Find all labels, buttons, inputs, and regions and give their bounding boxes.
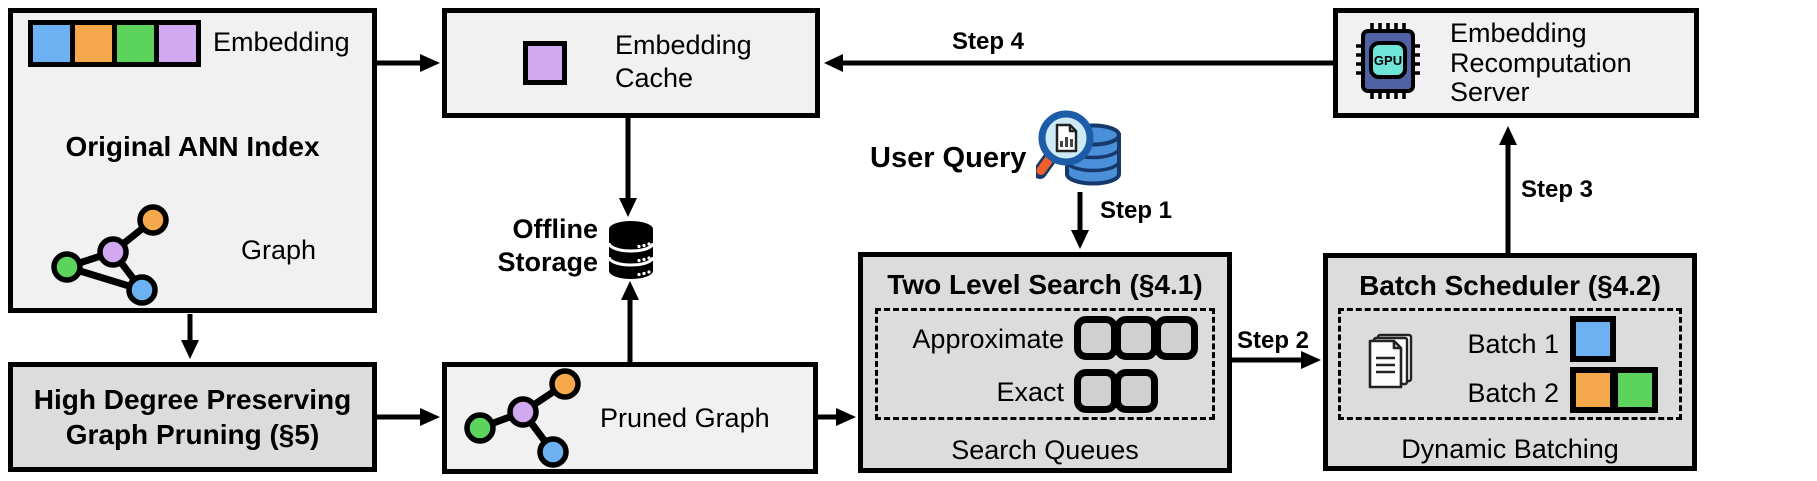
approximate-queue-slots	[1074, 316, 1198, 365]
step4-label: Step 4	[952, 28, 1025, 55]
embedding-cache-box: Embedding Cache	[442, 8, 820, 118]
original-ann-index-box: Embedding Original ANN Index Graph	[8, 8, 377, 313]
embedding-cell-green	[112, 20, 159, 67]
embedding-cell-blue	[28, 20, 75, 67]
database-icon	[607, 221, 655, 279]
queue-slot	[1074, 369, 1118, 413]
recomputation-server-box: GPU Embedding Recomputation Server	[1333, 8, 1699, 118]
embedding-cache-label: Embedding Cache	[615, 30, 752, 93]
graph-pruning-box: High Degree Preserving Graph Pruning (§5…	[8, 362, 377, 472]
embedding-vector-icon	[28, 20, 201, 72]
pruned-graph-label: Pruned Graph	[600, 403, 770, 433]
queue-slot	[1114, 316, 1158, 360]
batch-scheduler-box: Batch Scheduler (§4.2) Batch 1 Batch 2 D…	[1323, 253, 1697, 471]
two-level-search-title: Two Level Search (§4.1)	[887, 269, 1203, 300]
queue-slot	[1074, 316, 1118, 360]
original-ann-index-title: Original ANN Index	[65, 131, 320, 162]
dynamic-batching-panel: Batch 1 Batch 2	[1338, 308, 1682, 420]
search-queues-caption: Search Queues	[951, 435, 1139, 465]
embedding-cell-orange	[70, 20, 117, 67]
batch1-square-blue	[1570, 316, 1616, 362]
cached-embedding-icon	[523, 41, 567, 85]
batch-scheduler-title: Batch Scheduler (§4.2)	[1359, 270, 1661, 301]
batch2-label: Batch 2	[1467, 378, 1559, 408]
approximate-label: Approximate	[912, 324, 1064, 354]
recomputation-server-label: Embedding Recomputation Server	[1450, 18, 1632, 107]
documents-icon	[1368, 333, 1413, 389]
batch2-square-green	[1612, 367, 1658, 413]
graph-icon	[51, 204, 169, 306]
two-level-search-box: Two Level Search (§4.1) Approximate Exac…	[858, 252, 1232, 473]
search-queues-panel: Approximate Exact	[875, 308, 1215, 420]
step3-label: Step 3	[1521, 176, 1594, 203]
queue-slot	[1154, 316, 1198, 360]
query-search-icon	[1036, 110, 1121, 186]
step2-label: Step 2	[1237, 327, 1310, 354]
pruned-graph-box: Pruned Graph	[442, 362, 818, 474]
embedding-label: Embedding	[213, 27, 350, 57]
gpu-chip-icon: GPU	[1356, 23, 1420, 99]
user-query-label: User Query	[870, 142, 1027, 174]
graph-label: Graph	[241, 235, 317, 265]
exact-queue-slots	[1074, 369, 1158, 418]
pruned-graph-icon	[464, 368, 581, 468]
offline-storage-label: Offline Storage	[497, 214, 598, 277]
exact-label: Exact	[996, 377, 1064, 407]
gpu-chip-text: GPU	[1374, 53, 1402, 68]
graph-pruning-title: High Degree Preserving Graph Pruning (§5…	[33, 384, 352, 450]
batch1-label: Batch 1	[1467, 329, 1559, 359]
dynamic-batching-caption: Dynamic Batching	[1401, 434, 1619, 464]
batch2-square-orange	[1570, 367, 1616, 413]
embedding-cell-purple	[154, 20, 201, 67]
queue-slot	[1114, 369, 1158, 413]
step1-label: Step 1	[1100, 197, 1173, 224]
